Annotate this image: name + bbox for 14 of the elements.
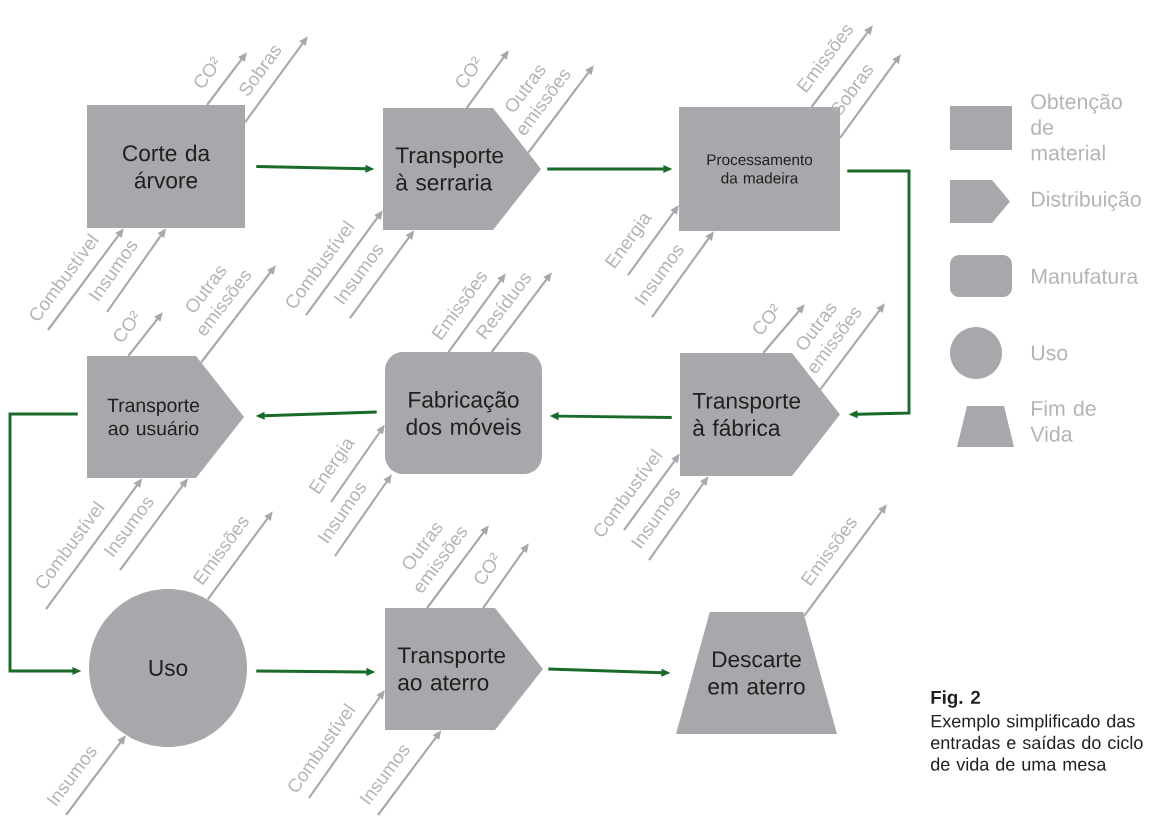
- pentagon-box: Transporte ao aterro: [385, 608, 543, 730]
- figure-number: Fig. 2: [931, 690, 980, 708]
- caption: Exemplo simplificado das entradas e saídas do ciclo de vida de uma mesa: [931, 714, 1143, 771]
- legend-text: Distribuição: [1032, 191, 1141, 211]
- pentagon-box: Transporte ao usuário: [87, 356, 244, 478]
- process-box: Corte da árvore: [87, 105, 245, 228]
- legend-text: Manufatura: [1032, 268, 1139, 284]
- legend-text: Obtenção de material: [1031, 93, 1122, 161]
- legend-text: Fim de Vida: [1030, 400, 1096, 442]
- arrow-label: CO²: [753, 303, 779, 334]
- rounded-box: Fabricação dos móveis: [385, 352, 542, 474]
- trapezoid-box: Descarte em aterro: [676, 612, 837, 734]
- legend-text: Uso: [1031, 345, 1068, 361]
- flow-arrow: [847, 169, 911, 419]
